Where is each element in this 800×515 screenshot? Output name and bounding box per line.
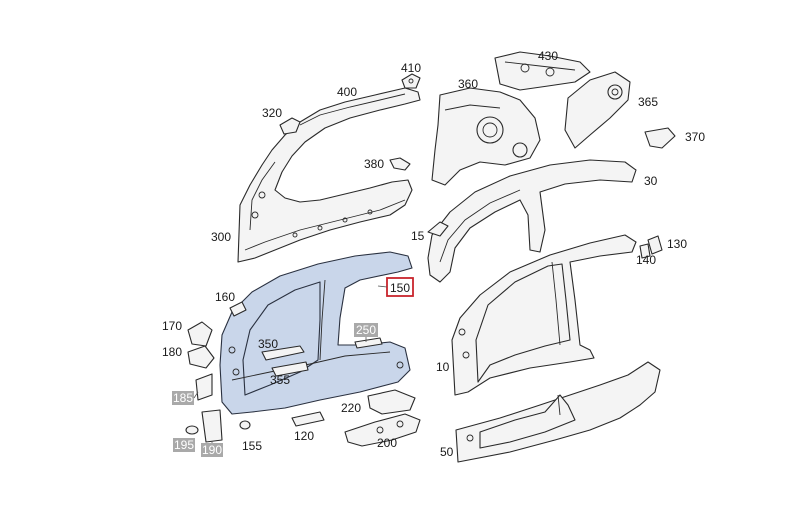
part-30-upper-outer-panel[interactable]: [427, 159, 637, 283]
label-120: 120: [294, 429, 314, 443]
label-185: 185: [173, 391, 193, 405]
label-370: 370: [685, 130, 705, 144]
part-360-inner-panel[interactable]: [431, 87, 541, 186]
part-50-lower-outer-panel[interactable]: [455, 361, 661, 463]
label-300: 300: [211, 230, 231, 244]
part-320-bracket[interactable]: [279, 117, 301, 135]
part-170-bracket[interactable]: [187, 321, 213, 347]
label-50: 50: [440, 445, 454, 459]
label-195: 195: [174, 438, 194, 452]
part-10-outer-side-panel[interactable]: [451, 234, 637, 396]
label-bg-195: [173, 438, 195, 452]
part-350-bracket[interactable]: [261, 345, 305, 361]
label-430: 430: [538, 49, 558, 63]
label-140: 140: [636, 253, 656, 267]
part-185-gusset[interactable]: [195, 373, 213, 401]
part-200-rail[interactable]: [344, 413, 421, 447]
part-130-bracket[interactable]: [647, 235, 663, 255]
label-250: 250: [356, 323, 376, 337]
part-250-strip[interactable]: [354, 337, 383, 349]
part-120-bracket[interactable]: [291, 411, 325, 427]
label-10: 10: [436, 360, 450, 374]
part-15-clip[interactable]: [427, 221, 449, 237]
label-190: 190: [202, 443, 222, 457]
label-400: 400: [337, 85, 357, 99]
part-410-bracket[interactable]: [401, 73, 421, 89]
label-30: 30: [644, 174, 658, 188]
label-200: 200: [377, 436, 397, 450]
part-155-plug[interactable]: [239, 420, 251, 430]
label-320: 320: [262, 106, 282, 120]
label-130: 130: [667, 237, 687, 251]
label-160: 160: [215, 290, 235, 304]
part-190-plate[interactable]: [201, 409, 223, 443]
label-180: 180: [162, 345, 182, 359]
part-180-bracket[interactable]: [187, 345, 215, 369]
label-155: 155: [242, 439, 262, 453]
label-bg-250: [354, 323, 378, 337]
label-410: 410: [401, 61, 421, 75]
label-150[interactable]: 150: [390, 281, 410, 295]
part-140-bracket[interactable]: [639, 243, 651, 259]
leader-150: [377, 285, 388, 288]
label-15: 15: [411, 229, 425, 243]
label-bg-190: [201, 443, 223, 457]
part-430-rear-bracket[interactable]: [494, 51, 591, 91]
part-365-corner-panel[interactable]: [564, 71, 631, 149]
part-380-clip[interactable]: [389, 157, 411, 171]
label-350: 350: [258, 337, 278, 351]
part-355-bracket[interactable]: [271, 361, 309, 377]
label-355: 355: [270, 373, 290, 387]
part-160-strip[interactable]: [229, 301, 247, 317]
part-195-plug[interactable]: [185, 425, 199, 435]
label-365: 365: [638, 95, 658, 109]
part-370-bracket[interactable]: [644, 127, 676, 149]
label-170: 170: [162, 319, 182, 333]
part-220-bracket[interactable]: [367, 389, 416, 415]
label-220: 220: [341, 401, 361, 415]
leader-185: [193, 391, 199, 399]
label-360: 360: [458, 77, 478, 91]
label-bg-185: [172, 391, 194, 405]
label-380: 380: [364, 157, 384, 171]
part-150-inner-side-frame[interactable]: [219, 251, 413, 415]
